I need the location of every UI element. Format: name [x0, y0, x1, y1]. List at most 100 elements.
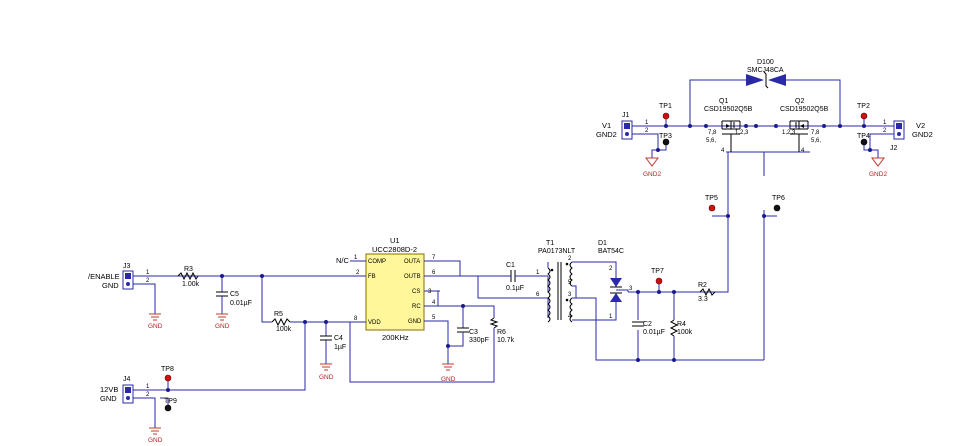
label-parts-q1-pins_d2: 5,6, — [706, 138, 716, 144]
label-grounds-gnd: GND — [148, 437, 163, 444]
capacitor-c5: C5 0.01µF — [216, 291, 252, 314]
label-parts-q2-pin_g: 4 — [801, 148, 805, 154]
label-parts-c4-val: 1µF — [334, 344, 346, 351]
mosfet-q2: Q2 CSD19502Q5B 1,2,3 7,8 5,6, 4 — [776, 98, 829, 154]
j3-net1: /ENABLE — [88, 272, 120, 281]
label-parts-d1-part: BAT54C — [598, 248, 624, 255]
ic-nc-label: N/C — [336, 256, 350, 265]
label-testpoints-tp6: TP6 — [772, 195, 785, 202]
label-parts-t1-part: PA0173NLT — [538, 248, 576, 255]
label-parts-d1-pb: 1 — [609, 314, 613, 320]
j1-net: GND2 — [596, 130, 617, 139]
gnd2-j2: GND2 — [869, 157, 887, 178]
label-parts-q2-pins_s: 1,2,3 — [782, 130, 796, 136]
label-testpoints-tp2: TP2 — [857, 103, 870, 110]
testpoints: TP1 TP3 TP2 TP4 TP5 TP6 TP7 TP8 TP9 — [161, 103, 870, 412]
label-parts-q1-ref: Q1 — [719, 98, 728, 105]
tvs-d100: D100 SMCJ48CA — [746, 59, 786, 89]
ic-pin-cs: CS — [412, 289, 420, 295]
label-parts-r2-val: 3.3 — [698, 296, 708, 303]
label-parts-r6-val: 10.7k — [497, 337, 515, 344]
ic-pin-fb: FB — [368, 274, 376, 280]
connector-j3: J3 /ENABLE GND 1 2 — [88, 263, 150, 290]
j2-v: V2 — [916, 121, 925, 130]
label-connectors-j3-p1: 1 — [146, 270, 150, 276]
ic-pin-rc: RC — [412, 304, 421, 310]
capacitor-c3: C3 330pF — [457, 327, 489, 344]
label-testpoints-tp4: TP4 — [857, 133, 870, 140]
label-grounds-gnd2: GND2 — [869, 171, 887, 178]
ic-pin-gnd-num: 5 — [432, 315, 436, 321]
label-parts-c5-ref: C5 — [230, 291, 239, 298]
label-parts-t1-p5: 5 — [568, 280, 572, 286]
label-connectors-j4-p2: 2 — [146, 392, 150, 398]
label-parts-c1-val: 0.1µF — [506, 285, 524, 292]
label-parts-q1-pin_g: 4 — [721, 148, 725, 154]
label-testpoints-tp7: TP7 — [651, 268, 664, 275]
junctions — [166, 124, 872, 392]
ic-pin-outb-num: 6 — [432, 270, 436, 276]
label-parts-d1-pa: 2 — [609, 266, 613, 272]
label-parts-c2-ref: C2 — [643, 321, 652, 328]
resistor-r2: R2 3.3 — [698, 282, 716, 303]
label-connectors-j2-p1: 1 — [883, 120, 887, 126]
label-parts-r4-ref: R4 — [677, 321, 686, 328]
label-connectors-j3-p2: 2 — [146, 278, 150, 284]
label-testpoints-tp9: TP9 — [164, 398, 177, 405]
label-parts-q1-pins_s: 1,2,3 — [735, 130, 749, 136]
j4-net2: GND — [100, 394, 117, 403]
j1-ref: J1 — [622, 112, 630, 119]
label-parts-c5-val: 0.01µF — [230, 300, 252, 307]
j2-net: GND2 — [912, 130, 933, 139]
gnd-j3: GND — [148, 313, 163, 330]
gnd-c5: GND — [215, 313, 230, 330]
gnd-j4: GND — [148, 427, 163, 444]
ic-pin-fb-num: 2 — [356, 270, 360, 276]
label-parts-r5-val: 100k — [276, 326, 292, 333]
gnd2-j1: GND2 — [643, 157, 661, 178]
ic-ref: U1 — [390, 236, 400, 245]
ic-pin-comp-num: 1 — [354, 255, 358, 261]
label-testpoints-tp1: TP1 — [659, 103, 672, 110]
transformer-t1: T1 PA0173NLT 2 5 3 4 6 — [536, 240, 577, 323]
j2-ref: J2 — [890, 145, 898, 152]
label-parts-r5-ref: R5 — [274, 311, 283, 318]
label-parts-c3-val: 330pF — [469, 337, 489, 344]
resistor-r5: R5 100k — [271, 311, 292, 333]
ic-pin-outa-num: 7 — [432, 255, 436, 261]
label-parts-r3-val: 1.00k — [182, 281, 200, 288]
ic-pin-outb: OUTB — [404, 274, 421, 280]
label-parts-c1-pin: 1 — [536, 270, 540, 276]
wires — [150, 79, 882, 428]
ic-freq: 200KHz — [382, 333, 409, 342]
mosfet-q1: Q1 CSD19502Q5B 7,8 5,6, 1,2,3 4 — [704, 98, 753, 154]
capacitor-c1: C1 0.1µF 1 — [505, 262, 540, 292]
label-parts-q2-pins_d2: 5,6, — [811, 138, 821, 144]
label-testpoints-tp3: TP3 — [659, 133, 672, 140]
ground-symbols: GND GND GND GND GND GND2 GND2 — [148, 157, 887, 444]
label-parts-t1-p6: 6 — [536, 292, 540, 298]
j3-net2: GND — [102, 281, 119, 290]
label-connectors-j2-p2: 2 — [883, 128, 887, 134]
ic-u1: U1 UCC2808D-2 200KHz COMP 1 FB 2 VDD 8 O… — [336, 236, 440, 342]
label-connectors-j1-p1: 1 — [645, 120, 649, 126]
label-parts-r4-val: 100k — [677, 329, 693, 336]
label-parts-r2-ref: R2 — [698, 282, 707, 289]
j1-v: V1 — [602, 121, 611, 130]
label-parts-d100-part: SMCJ48CA — [747, 67, 784, 74]
label-parts-c2-val: 0.01µF — [643, 329, 665, 336]
label-parts-t1-p4: 4 — [568, 314, 572, 320]
label-grounds-gnd: GND — [215, 323, 230, 330]
label-parts-d1-ref: D1 — [598, 240, 607, 247]
label-parts-q2-pins_d: 7,8 — [811, 130, 820, 136]
j3-ref: J3 — [123, 263, 131, 270]
gnd-u1: GND — [441, 363, 456, 383]
label-testpoints-tp8: TP8 — [161, 366, 174, 373]
resistor-r4: R4 100k — [669, 319, 693, 337]
ic-pin-vdd: VDD — [368, 320, 381, 326]
ic-pin-rc-num: 4 — [432, 300, 436, 306]
ic-pin-outa: OUTA — [404, 259, 420, 265]
label-parts-c4-ref: C4 — [334, 335, 343, 342]
label-parts-c3-ref: C3 — [469, 329, 478, 336]
label-testpoints-tp5: TP5 — [705, 195, 718, 202]
